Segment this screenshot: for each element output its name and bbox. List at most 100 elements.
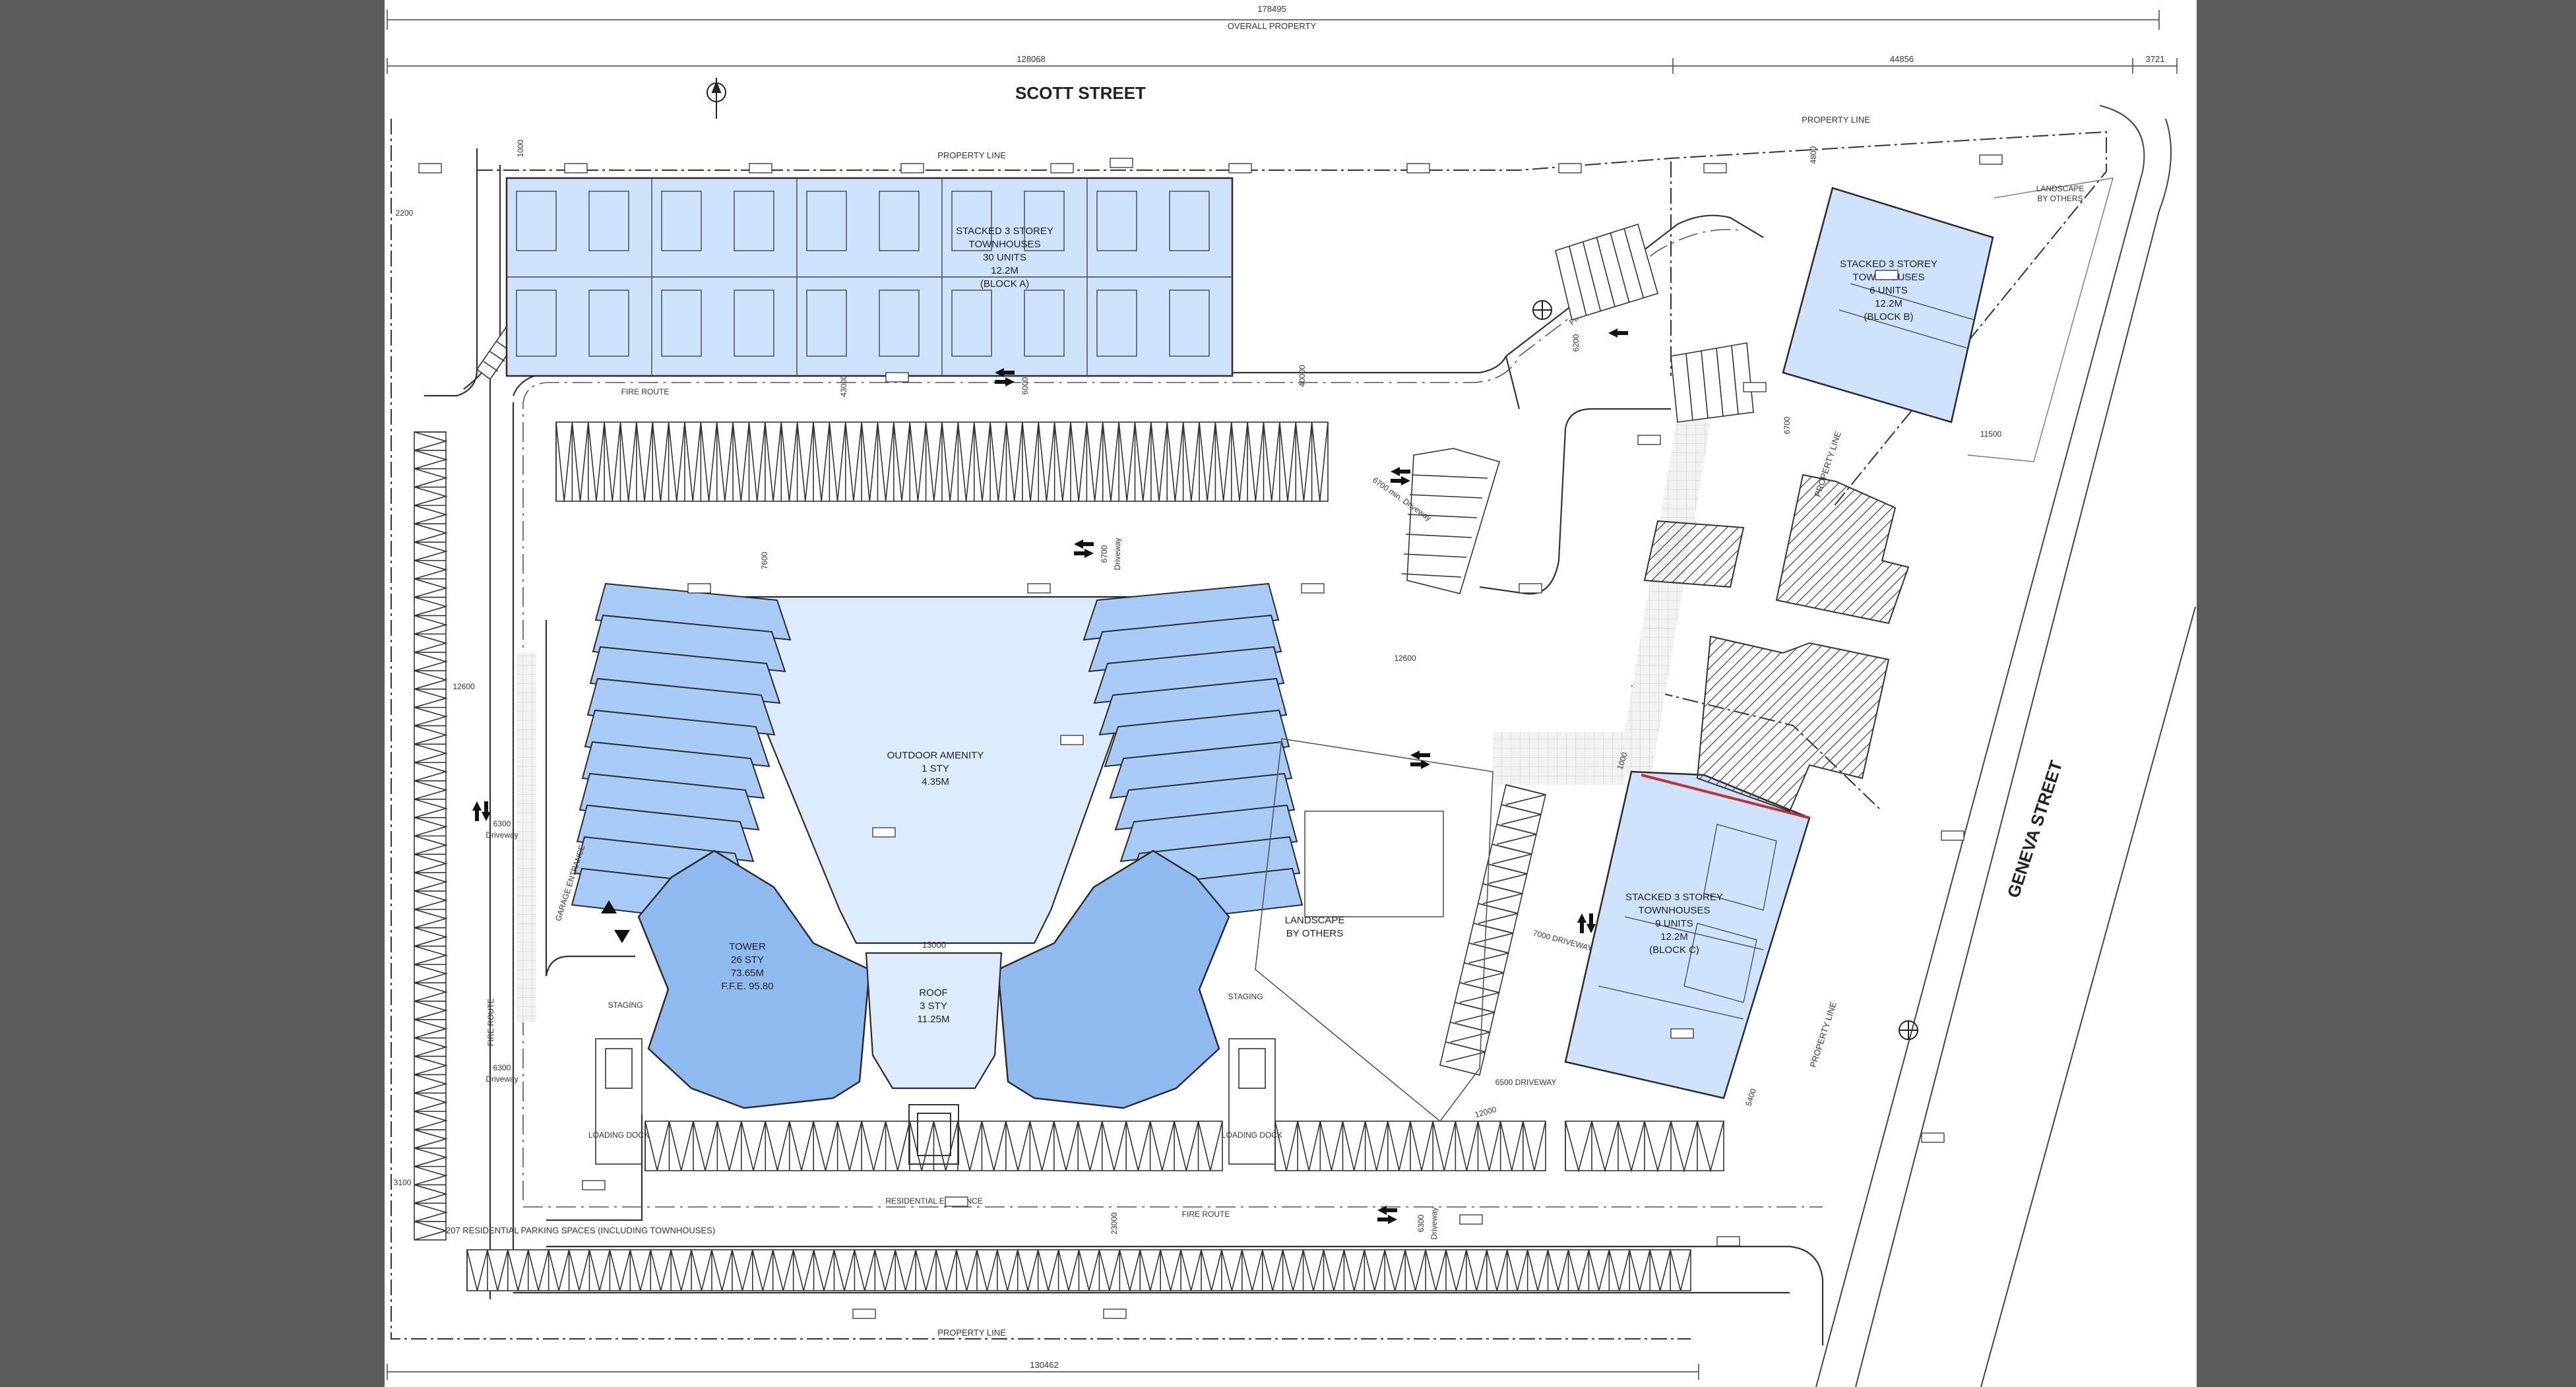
west-wing-unit	[576, 804, 755, 863]
parking-inner-stall	[788, 1121, 814, 1171]
landscape-south-line-1: LANDSCAPE	[1285, 915, 1345, 926]
block-a-line-5: (BLOCK A)	[980, 278, 1029, 290]
parking-north-stall	[1230, 421, 1248, 502]
parking-inner-stall	[693, 1121, 718, 1171]
parking-north-stall	[813, 421, 831, 502]
west-wing-unit	[581, 741, 765, 799]
block-b-line-1: STACKED 3 STOREY	[1840, 259, 1937, 270]
parking-east-stall	[1487, 863, 1528, 884]
parking-inner-stall	[1125, 1121, 1151, 1171]
parking-west-stall	[414, 505, 448, 524]
parking-north-stall	[796, 421, 814, 502]
parking-west-stall	[414, 450, 448, 470]
tag-box	[1228, 163, 1252, 173]
parking-west-stall	[414, 890, 448, 910]
parking-west-stall	[414, 945, 448, 966]
parking-east-stall	[1450, 1022, 1491, 1043]
parking-east-stall	[1501, 804, 1542, 825]
tag-box	[1716, 1236, 1740, 1247]
parking-west-stall	[414, 1019, 448, 1039]
parking-inner-far-stall	[1670, 1121, 1698, 1173]
parking-north-stall	[1263, 421, 1280, 502]
parking-ne-diagonal	[1401, 223, 1754, 594]
tag-box	[1703, 163, 1727, 173]
parking-west-column	[414, 431, 448, 1241]
drawing-sheet: 178495 OVERALL PROPERTY 128068 44856 372…	[385, 0, 2197, 1387]
property-line-ne-label: PROPERTY LINE	[1802, 115, 1870, 125]
parking-north-stall	[668, 421, 685, 502]
parking-east-stall	[1492, 844, 1532, 865]
landscape-south-area	[1255, 738, 1493, 1123]
property-line-c-label: PROPERTY LINE	[1808, 1001, 1838, 1068]
property-line-south-label: PROPERTY LINE	[937, 1328, 1006, 1338]
tag-box	[1921, 1132, 1945, 1143]
fire-route-label-north: FIRE ROUTE	[621, 387, 670, 396]
landscape-south-line-2: BY OTHERS	[1286, 928, 1343, 939]
tag-box	[564, 163, 588, 173]
parking-inner-far-stall	[1618, 1121, 1645, 1173]
tag-box	[687, 583, 711, 594]
tag-box	[1743, 382, 1767, 392]
parking-south-stall	[548, 1249, 570, 1291]
dim-east-aisle: 12600	[1394, 654, 1416, 663]
tag-box	[1558, 163, 1582, 173]
parking-west-stall	[414, 1221, 448, 1241]
parking-north-stall	[925, 421, 943, 502]
parking-inner-stall	[765, 1121, 790, 1171]
parking-south-stall	[568, 1249, 590, 1291]
parking-south-stall	[1078, 1249, 1100, 1291]
staging-west-label: STAGING	[608, 1001, 643, 1010]
parking-ne-divider	[1623, 228, 1645, 298]
parking-south-stall	[1098, 1249, 1121, 1291]
parking-east-divider	[1487, 863, 1528, 875]
parking-north-stall	[765, 421, 782, 502]
tag-box	[582, 1180, 606, 1190]
paving-plaza	[1493, 732, 1625, 785]
block-c-line-5: (BLOCK C)	[1649, 944, 1699, 956]
parking-inner-stall	[644, 1121, 670, 1171]
parking-inner-stall	[836, 1121, 862, 1171]
parking-inner-stall	[1077, 1121, 1103, 1171]
dim-south-drive-label: Driveway	[1429, 1207, 1439, 1239]
block-c-building	[1564, 770, 1811, 1099]
north-arrow-east-icon	[1899, 1020, 1918, 1040]
parking-north-stall	[1150, 421, 1168, 502]
west-wing-unit	[584, 709, 770, 768]
parking-north-stall	[1134, 421, 1152, 502]
parking-inner-stall	[957, 1121, 983, 1171]
parking-north-stall	[780, 421, 798, 502]
tag-box	[945, 1196, 968, 1207]
block-a-unit-top	[734, 191, 774, 251]
parking-north-stall	[1279, 421, 1297, 502]
parking-south-stall	[670, 1249, 692, 1291]
parking-south-stall	[1302, 1249, 1325, 1291]
parking-west-stall	[414, 670, 448, 690]
parking-west-stall	[414, 1148, 448, 1167]
parking-east-stall	[1468, 942, 1509, 964]
block-a-unit-top	[879, 191, 920, 251]
tag-box	[1103, 1309, 1127, 1319]
east-wing-unit	[1083, 582, 1280, 641]
dim-west-drive-1-label: Driveway	[486, 830, 518, 840]
dim-west-drive-2-label: Driveway	[486, 1074, 518, 1084]
parking-south-stall	[1567, 1249, 1590, 1291]
block-a-unit-bottom	[1096, 290, 1137, 357]
tag-box	[1060, 735, 1084, 745]
dim-block-c-bottom: 6500 DRIVEWAY	[1495, 1078, 1557, 1087]
parking-north-stall	[684, 421, 702, 502]
tag-box	[1519, 583, 1542, 594]
dim-north-right: 44856	[1890, 54, 1914, 64]
dim-offset-sw: 3100	[394, 1178, 412, 1187]
parking-south-stall	[956, 1249, 978, 1291]
parking-ne2-divider	[1685, 353, 1693, 421]
west-wing-unit	[594, 582, 792, 641]
parking-east-column	[1439, 784, 1546, 1076]
parking-west-stall	[414, 853, 448, 873]
east-wing-unit	[1093, 646, 1285, 704]
parking-east-divider	[1450, 1022, 1491, 1033]
dim-offset-top: 1000	[516, 139, 525, 157]
block-a-unit-bottom	[516, 290, 557, 357]
block-c-line-1: STACKED 3 STOREY	[1625, 892, 1723, 903]
parking-south-stall	[711, 1249, 733, 1291]
block-a-line-1: STACKED 3 STOREY	[956, 226, 1053, 237]
